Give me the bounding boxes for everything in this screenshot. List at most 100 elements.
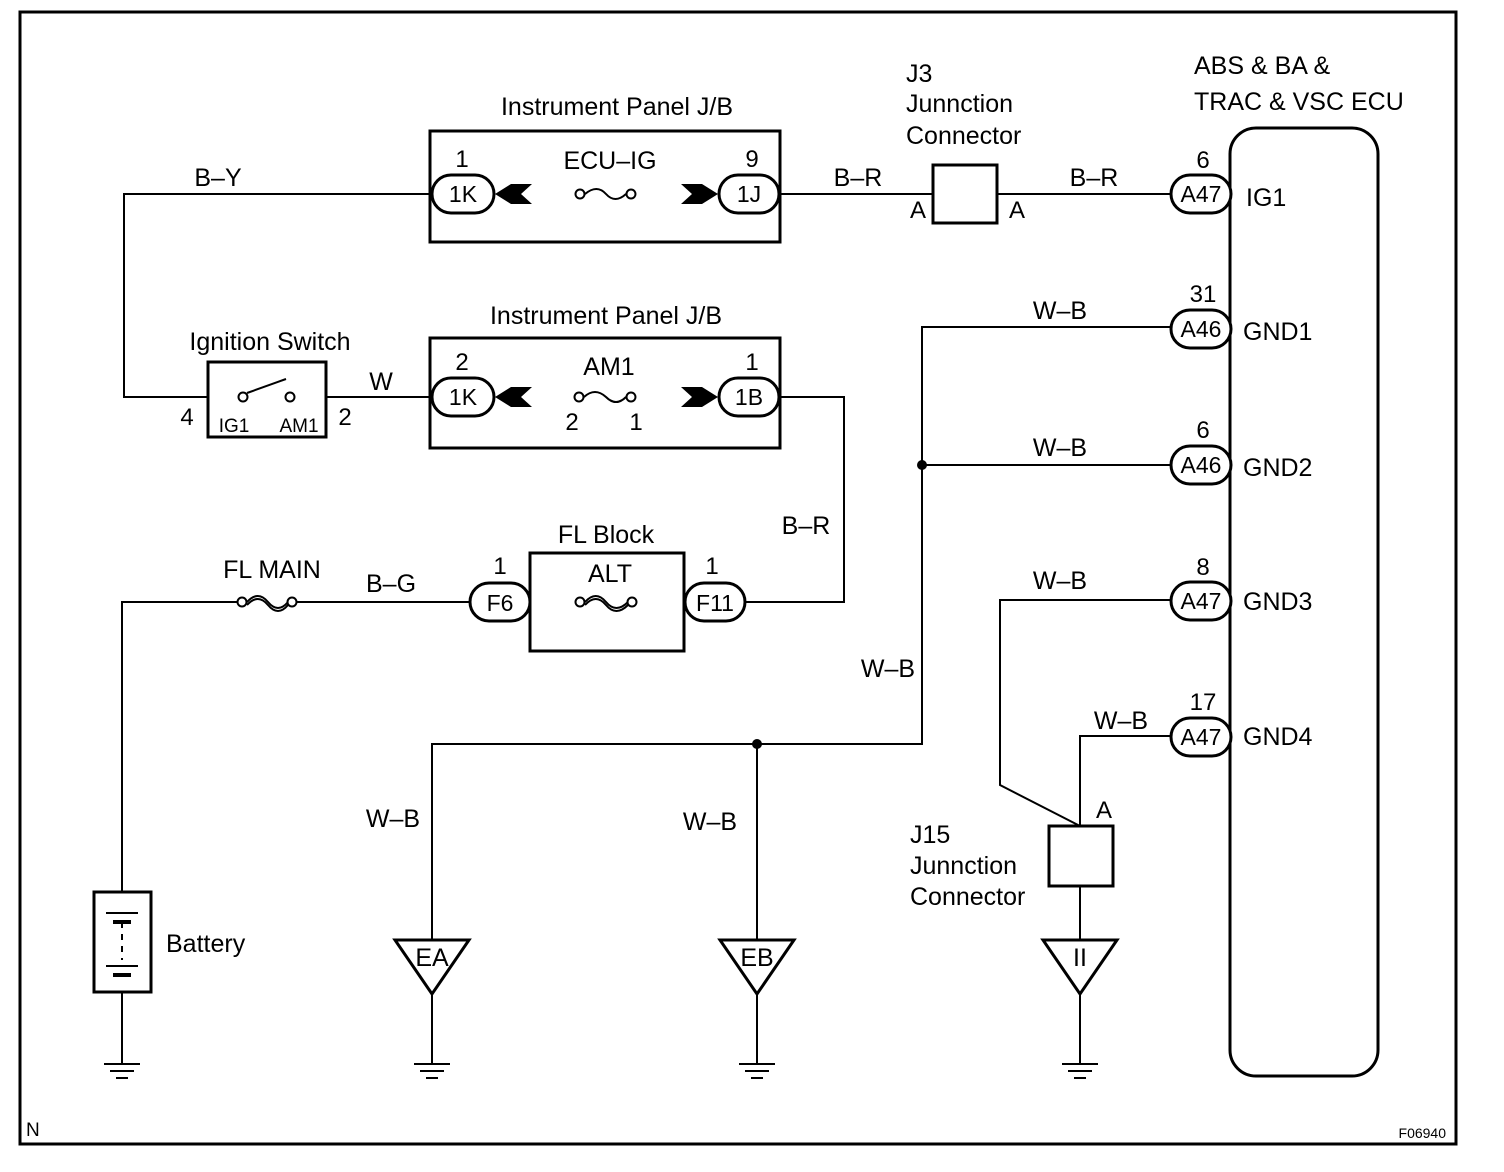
connector-1b [717, 376, 781, 418]
connector-a46-gnd2 [1169, 444, 1233, 486]
fl-block-title: FL Block [558, 521, 655, 549]
pin-number: 4 [180, 404, 193, 431]
wire-color-label: B–R [834, 164, 883, 192]
ignition-switch-title: Ignition Switch [189, 328, 350, 356]
ground-icon [1062, 1063, 1098, 1079]
splice-point [917, 460, 927, 470]
ground-icon [104, 1063, 140, 1079]
pin-number: 31 [1190, 281, 1217, 308]
connector-label: A47 [1181, 181, 1222, 207]
diagram-frame [18, 10, 1458, 1146]
connector-label: 1K [449, 181, 478, 207]
wire-color-label: W–B [1094, 707, 1148, 735]
ground-point-eb [717, 938, 797, 997]
ecu-title: ABS & BA & [1194, 52, 1331, 80]
arrow-right-icon [681, 387, 718, 407]
battery-label: Battery [166, 930, 246, 958]
wire-color-label: B–R [782, 512, 831, 540]
connector-a47-gnd4 [1169, 716, 1233, 758]
j15-label: J15 [910, 821, 950, 849]
ground-icon [739, 1063, 775, 1079]
pin-letter: A [1096, 797, 1112, 824]
terminal-gnd1: GND1 [1243, 318, 1312, 346]
pin-number: 17 [1190, 689, 1217, 716]
pin-letter: A [1009, 197, 1025, 224]
pin-number: 1 [629, 409, 642, 436]
connector-label: 1B [735, 384, 763, 410]
wire-color-label: B–Y [194, 164, 242, 192]
wire-color-label: W–B [366, 805, 420, 833]
switch-icon [237, 378, 296, 403]
pin-number: 6 [1196, 147, 1209, 174]
ignition-switch [206, 360, 328, 439]
connector-f6 [468, 581, 532, 623]
connector-label: 1K [449, 384, 478, 410]
ground-label: EA [415, 944, 449, 972]
ipjb-mid-title: Instrument Panel J/B [490, 302, 722, 330]
pin-letter: A [910, 197, 926, 224]
fuse-label: ALT [588, 560, 632, 588]
j3-label: Connector [906, 122, 1021, 150]
fuse-label: AM1 [583, 353, 634, 381]
arrow-left-icon [495, 387, 532, 407]
j15-label: Connector [910, 883, 1025, 911]
arrow-left-icon [495, 184, 532, 204]
pin-number: 2 [338, 404, 351, 431]
ground-label: II [1073, 944, 1087, 972]
wire-color-label: W–B [1033, 434, 1087, 462]
ecu-title: TRAC & VSC ECU [1194, 88, 1404, 116]
corner-mark: N [26, 1120, 40, 1141]
wire-color-label: B–G [366, 570, 416, 598]
arrow-right-icon [681, 184, 718, 204]
wire-color-label: W–B [1033, 297, 1087, 325]
pin-number: 8 [1196, 554, 1209, 581]
pin-number: 1 [745, 349, 758, 376]
connector-a47-gnd3 [1169, 580, 1233, 622]
switch-terminal-ig1: IG1 [219, 416, 250, 437]
j15-junction-connector [1047, 824, 1115, 888]
connector-label: F6 [487, 590, 514, 616]
connector-label: 1J [737, 181, 761, 207]
switch-terminal-am1: AM1 [279, 416, 318, 437]
connector-a46-gnd1 [1169, 308, 1233, 350]
connector-a47-ig1 [1169, 173, 1233, 215]
splice-point [752, 739, 762, 749]
pin-number: 9 [745, 146, 758, 173]
ground-point-ea [392, 938, 472, 997]
connector-label: A47 [1181, 588, 1222, 614]
connector-label: A46 [1181, 452, 1222, 478]
connector-1k-mid [430, 376, 496, 418]
pin-number: 1 [455, 146, 468, 173]
wire-color-label: B–R [1070, 164, 1119, 192]
pin-number: 1 [493, 553, 506, 580]
fusible-link-icon [236, 595, 298, 612]
ground-point-ii [1040, 938, 1120, 997]
pin-number: 2 [565, 409, 578, 436]
wire-color-label: W–B [683, 808, 737, 836]
terminal-gnd2: GND2 [1243, 454, 1312, 482]
ground-icon [414, 1063, 450, 1079]
fuse-icon [574, 188, 637, 200]
wire-color-label: W [369, 368, 393, 396]
connector-f11 [683, 581, 747, 623]
fuse-icon [573, 391, 637, 403]
j3-label: J3 [906, 60, 932, 88]
wire-color-label: W–B [1033, 567, 1087, 595]
fuse-label: ECU–IG [563, 147, 656, 175]
j15-label: Junnction [910, 852, 1017, 880]
terminal-gnd4: GND4 [1243, 723, 1313, 751]
battery-icon [106, 912, 138, 977]
pin-number: 2 [455, 349, 468, 376]
battery [92, 890, 153, 994]
terminal-gnd3: GND3 [1243, 588, 1312, 616]
ground-label: EB [740, 944, 773, 972]
connector-label: F11 [696, 590, 734, 616]
pin-number: 6 [1196, 417, 1209, 444]
j3-label: Junnction [906, 90, 1013, 118]
connector-1k-top [430, 173, 496, 215]
wire-color-label: W–B [861, 655, 915, 683]
figure-code: F06940 [1399, 1125, 1447, 1141]
fl-block [528, 551, 686, 653]
j3-junction-connector [931, 163, 999, 225]
